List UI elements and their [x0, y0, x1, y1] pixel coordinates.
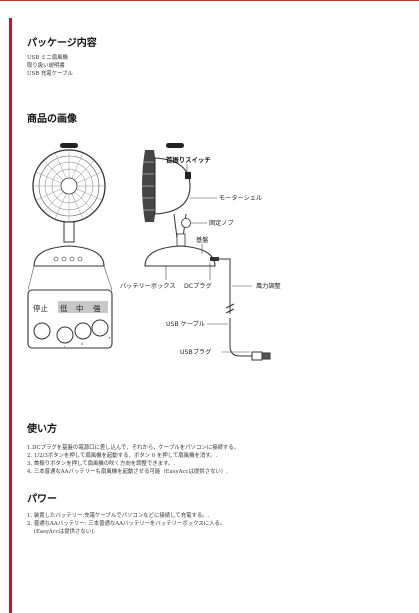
power-list: 1. 装置したバッテリー:充電ケーブルでパソコンなどに接続して充電する。. 2.…	[27, 512, 225, 536]
usage-heading: 使い方	[27, 424, 57, 435]
callout-swing-switch: 首振りスイッチ	[166, 155, 211, 164]
panel-label-low: 低	[60, 303, 68, 313]
package-item: USB ミニ扇風機	[27, 55, 68, 61]
callout-dc-plug: DCプラグ	[184, 282, 212, 290]
leader-lines	[165, 164, 252, 353]
panel-label-stop: 停止	[33, 303, 48, 313]
panel-label-high: 強	[93, 303, 101, 313]
panel-mark: ✴	[108, 336, 111, 340]
callout-fixed-knob: 固定ノブ	[209, 219, 234, 227]
callout-usb-cable: USB ケーブル	[166, 320, 205, 328]
usage-step: 1.DCプラグを基盤の電源口に差し込んで，それから，ケーブルをパソコンに接続する…	[27, 445, 240, 451]
usage-step: 4. 三本普通なAAバッテリーも扇風機を起動させる可能（EasyAccは提供さな…	[27, 469, 228, 475]
usb-cable-drawing	[219, 258, 271, 361]
panel-label-mid: 中	[76, 303, 84, 313]
product-image-heading: 商品の画像	[27, 114, 77, 125]
callout-base: 基盤	[196, 236, 208, 244]
fan-diagram: 停止 低 中 強 1 0 ✴	[27, 143, 281, 361]
package-heading: パッケージ内容	[27, 38, 97, 49]
fan-front-view	[32, 143, 106, 267]
callout-wind-adjust: 風力調整	[256, 282, 281, 290]
package-list: USB ミニ扇風機 取り扱い説明書 USB 充電ケーブル	[27, 54, 73, 78]
callout-usb-plug: USBプラグ	[180, 348, 211, 356]
usage-steps: 1.DCプラグを基盤の電源口に差し込んで，それから，ケーブルをパソコンに接続する…	[27, 444, 239, 476]
power-item: 2. 普通なAAバッテリー: 三本普通なAAバッテリーをバッテリーボックスに入る…	[27, 521, 226, 527]
control-panel-zoom: 停止 低 中 強 1 0 ✴	[27, 265, 113, 349]
fan-side-view	[142, 143, 219, 267]
callout-battery-box: バッテリーボックス	[120, 282, 176, 290]
package-item: USB 充電ケーブル	[27, 71, 73, 77]
top-border-line	[0, 0, 419, 1]
power-item: 1. 装置したバッテリー:充電ケーブルでパソコンなどに接続して充電する。.	[27, 513, 210, 519]
left-accent-bar	[9, 18, 12, 613]
power-item: (EasyAccは提供さない).	[27, 529, 96, 535]
usage-step: 3. 首振りボタンを押して扇風機の吹く方向を調整できます。.	[27, 461, 176, 467]
callout-motor-shell: モーターシェル	[219, 194, 262, 202]
package-item: 取り扱い説明書	[27, 63, 65, 69]
power-heading: パワー	[27, 494, 57, 505]
panel-mark: 1	[63, 345, 65, 349]
panel-mark: 0	[81, 342, 83, 346]
usage-step: 2. 1/2/3ボタンを押して扇風機を起動する，ボタン 0 を押して扇風機を消す…	[27, 453, 218, 459]
